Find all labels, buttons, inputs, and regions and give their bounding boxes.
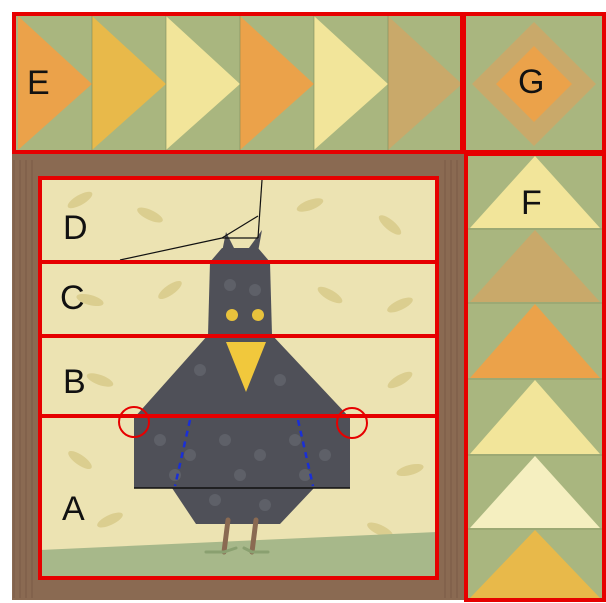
- flying-geese-row-e: [14, 14, 462, 152]
- square-in-square-g: [464, 14, 604, 152]
- flying-geese-column-f: [466, 154, 604, 600]
- eye-right: [252, 309, 264, 321]
- eyes: [226, 309, 238, 321]
